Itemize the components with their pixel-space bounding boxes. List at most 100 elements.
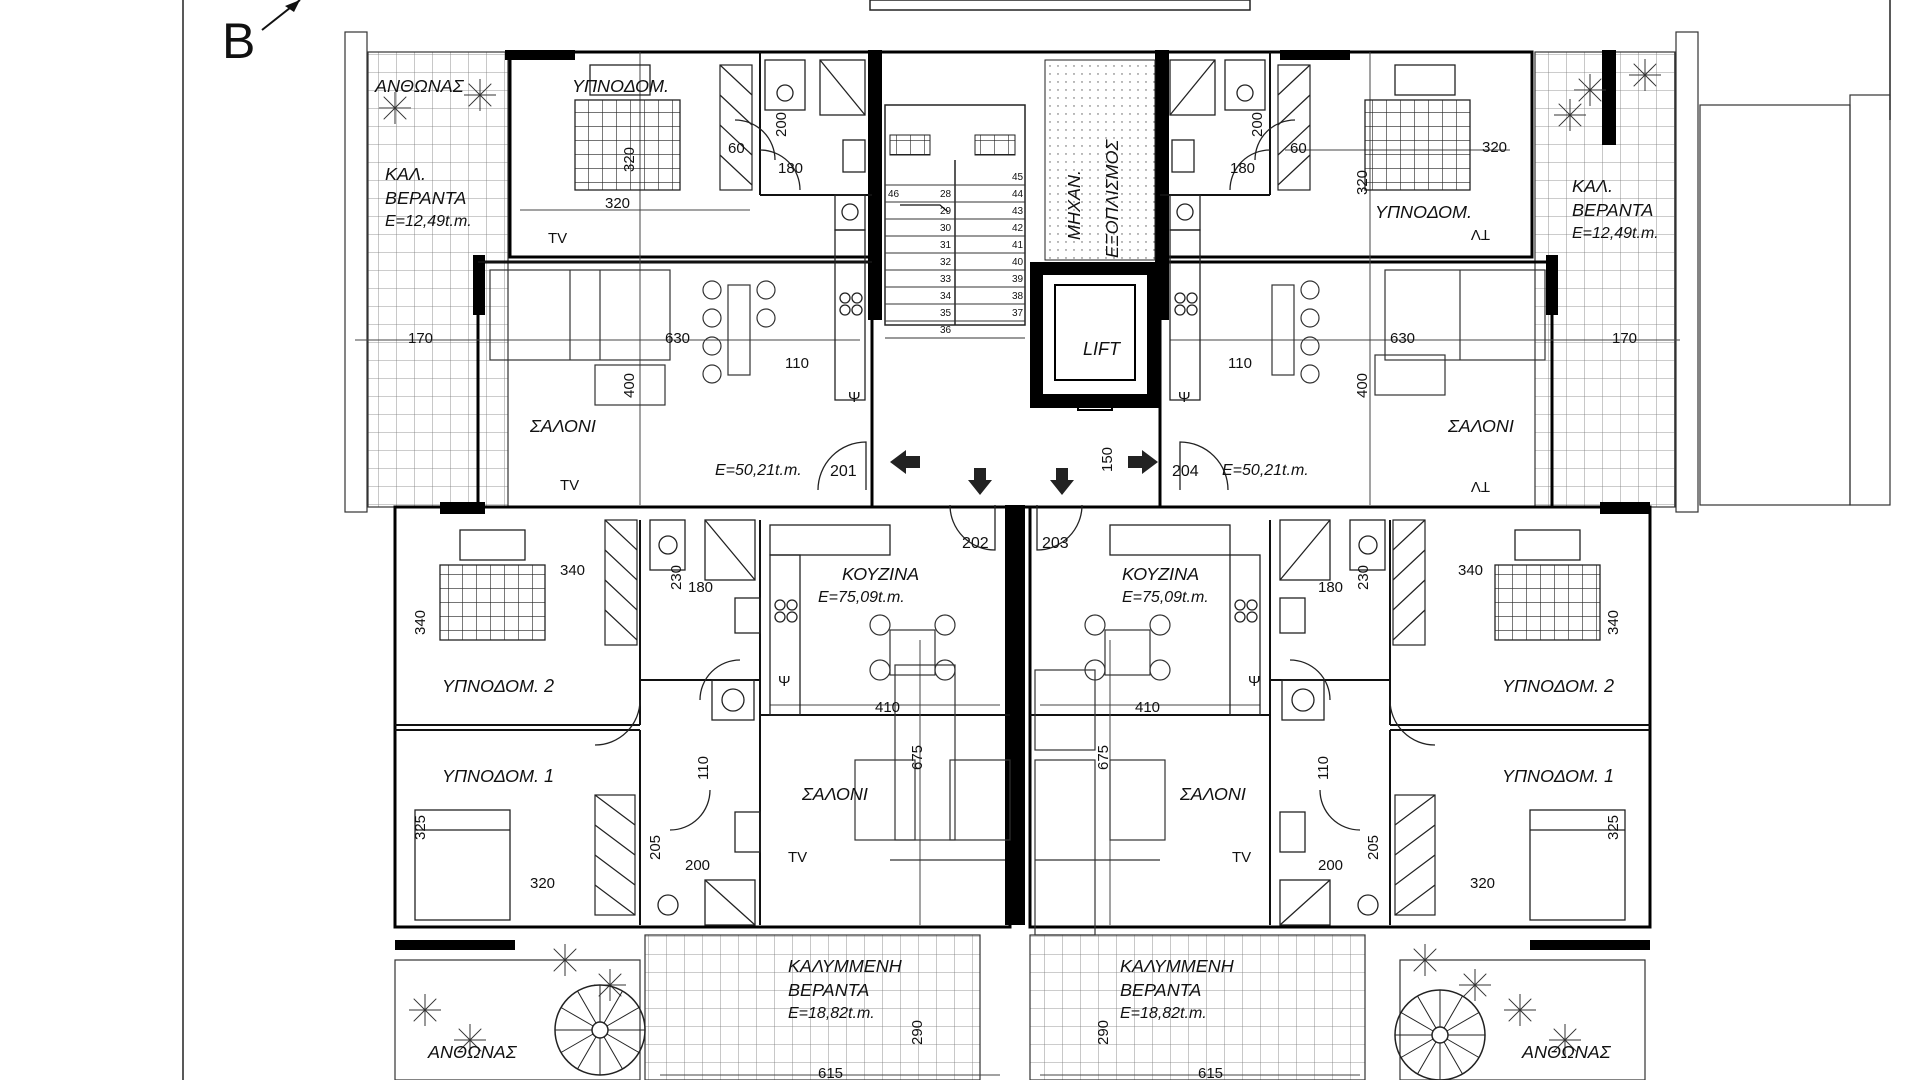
tv-label-saloni-right: TV xyxy=(1471,478,1490,495)
dim-320-bed1-right: 320 xyxy=(1470,875,1495,892)
unit-numbers: 201 204 202 203 xyxy=(830,463,1199,552)
dim-615-right: 615 xyxy=(1198,1065,1223,1080)
psi-lower-right: Ψ xyxy=(1248,673,1261,690)
label-saloni-lower-left: ΣΑΛΟΝΙ xyxy=(801,784,868,804)
dim-340-bed2-left-v: 340 xyxy=(412,610,429,635)
label-kouzina-right: ΚΟΥΖΙΝΑ xyxy=(1122,564,1199,584)
dim-410-right: 410 xyxy=(1135,699,1160,716)
area-veranta-upper-left: E=12,49t.m. xyxy=(385,213,472,230)
stair-step-28: 28 xyxy=(940,189,952,200)
wall-fills xyxy=(395,50,1650,950)
dim-230-lower-left: 230 xyxy=(668,565,685,590)
plant-icon xyxy=(464,79,496,111)
stair-step-45: 45 xyxy=(1012,172,1024,183)
dim-320-bed-upper-left-v: 320 xyxy=(621,147,638,172)
upper-right-veranda xyxy=(1534,31,1891,513)
spiral-tread xyxy=(1417,995,1437,1029)
section-marker: B xyxy=(222,13,255,69)
dining-tables xyxy=(702,280,1320,681)
stair-step-35: 35 xyxy=(940,308,952,319)
stair-step-39: 39 xyxy=(1012,274,1024,285)
dim-290-right: 290 xyxy=(1095,1020,1112,1045)
dim-205-left: 205 xyxy=(647,835,664,860)
label-anthonas-lower-left: ΑΝΘΩΝΑΣ xyxy=(427,1042,518,1062)
spiral-tread xyxy=(1417,1041,1437,1075)
wardrobes xyxy=(594,64,1436,916)
area-apt-202: E=75,09t.m. xyxy=(818,589,905,606)
psi-upper-right: Ψ xyxy=(1178,389,1191,406)
spiral-tread xyxy=(577,1036,597,1070)
dim-205-right: 205 xyxy=(1365,835,1382,860)
plant-icon xyxy=(1409,944,1441,976)
spiral-tread xyxy=(560,1033,594,1053)
section-arrow: B xyxy=(222,0,301,69)
label-bedroom-upper-right: ΥΠΝΟΔΟΜ. xyxy=(1375,202,1472,222)
mechanical-shaft: ΜΗΧΑΝ. ΕΞΟΠΛΙΣΜΟΣ xyxy=(1044,59,1156,261)
plant-icon xyxy=(409,994,441,1026)
area-apt-203: E=75,09t.m. xyxy=(1122,589,1209,606)
area-apt-201: E=50,21t.m. xyxy=(715,462,802,479)
dim-400-left: 400 xyxy=(621,373,638,398)
stair-start-number: 46 xyxy=(888,189,900,200)
dim-340-bed2-right: 340 xyxy=(1458,562,1483,579)
stair-step-29: 29 xyxy=(940,206,952,217)
label-anthonas-upper-left: ΑΝΘΩΝΑΣ xyxy=(374,76,465,96)
kitchen-counters xyxy=(769,229,1261,716)
stair-step-31: 31 xyxy=(940,240,952,251)
spiral-tread xyxy=(1443,995,1463,1029)
plant-icon xyxy=(454,1024,486,1056)
dim-615-left: 615 xyxy=(818,1065,843,1080)
dim-675-left: 675 xyxy=(909,745,926,770)
plant-icon xyxy=(1554,99,1586,131)
living-furniture xyxy=(489,269,1546,936)
dim-630-left: 630 xyxy=(665,330,690,347)
dim-60-left: 60 xyxy=(728,140,745,157)
label-kalymmeni-right: ΚΑΛΥΜΜΕΝΗ xyxy=(1120,956,1235,976)
stair-step-30: 30 xyxy=(940,223,952,234)
stair-step-32: 32 xyxy=(940,257,952,268)
dim-110-lower-left: 110 xyxy=(695,756,712,780)
dim-410-left: 410 xyxy=(875,699,900,716)
plant-icon xyxy=(1549,1024,1581,1056)
plant-icon xyxy=(1504,994,1536,1026)
label-bedroom-upper-left: ΥΠΝΟΔΟΜ. xyxy=(572,76,669,96)
psi-upper-left: Ψ xyxy=(848,389,861,406)
dim-200-upper-left: 200 xyxy=(773,112,790,137)
entry-arrows xyxy=(890,450,1158,495)
label-veranta-lower-right: ΒΕΡΑΝΤΑ xyxy=(1120,980,1201,1000)
stair-step-38: 38 xyxy=(1012,291,1024,302)
stair-step-36: 36 xyxy=(940,325,952,336)
stair-step-40: 40 xyxy=(1012,257,1024,268)
area-veranta-lower-left: E=18,82t.m. xyxy=(788,1005,875,1022)
dim-170-left: 170 xyxy=(408,330,433,347)
dim-230-lower-right: 230 xyxy=(1355,565,1372,590)
dim-320-bed-upper-right-v: 320 xyxy=(1354,170,1371,195)
dim-320-bed-upper-right: 320 xyxy=(1482,139,1507,156)
plant-icon xyxy=(549,944,581,976)
dim-675-right: 675 xyxy=(1095,745,1112,770)
dim-110-lower-right: 110 xyxy=(1315,756,1332,780)
dim-320-bed1-left: 320 xyxy=(530,875,555,892)
stair-step-41: 41 xyxy=(1012,240,1024,251)
lower-verandas xyxy=(394,934,1646,1080)
label-saloni-upper-left: ΣΑΛΟΝΙ xyxy=(529,416,596,436)
dim-180-lower-right: 180 xyxy=(1318,579,1343,596)
label-kalymmeni-left: ΚΑΛΥΜΜΕΝΗ xyxy=(788,956,903,976)
spiral-tread xyxy=(606,1007,640,1027)
spiral-tread xyxy=(1446,1012,1480,1032)
tv-label-saloni-left: TV xyxy=(560,477,579,494)
dim-180-upper-left: 180 xyxy=(778,160,803,177)
stair-step-44: 44 xyxy=(1012,189,1024,200)
lift-label: LIFT xyxy=(1083,339,1122,359)
dim-200-lower-left: 200 xyxy=(685,857,710,874)
label-bedroom2-left: ΥΠΝΟΔΟΜ. 2 xyxy=(442,676,554,696)
label-kouzina-left: ΚΟΥΖΙΝΑ xyxy=(842,564,919,584)
tv-label-bed-left: TV xyxy=(548,230,567,247)
dim-110-upper-left: 110 xyxy=(785,355,809,372)
dim-340-bed2-right-v: 340 xyxy=(1605,610,1622,635)
label-saloni-lower-right: ΣΑΛΟΝΙ xyxy=(1179,784,1246,804)
dim-400-right: 400 xyxy=(1354,373,1371,398)
label-veranta-right: ΒΕΡΑΝΤΑ xyxy=(1572,200,1653,220)
area-apt-204: E=50,21t.m. xyxy=(1222,462,1309,479)
label-bedroom1-right: ΥΠΝΟΔΟΜ. 1 xyxy=(1502,766,1614,786)
